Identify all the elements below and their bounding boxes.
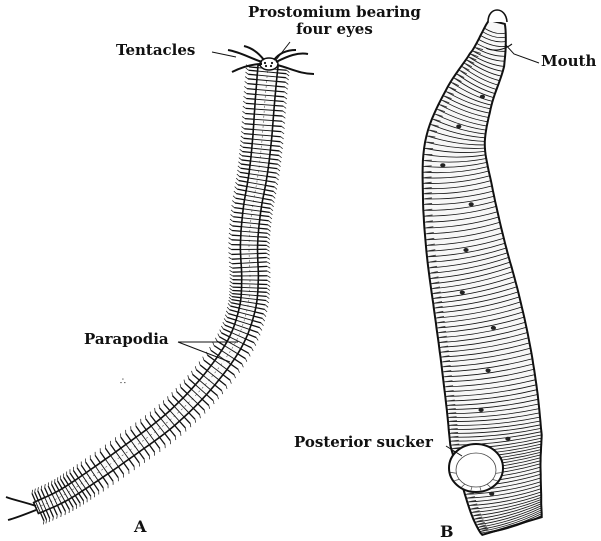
dorsal-spot xyxy=(456,124,461,128)
eye-dot xyxy=(271,62,273,64)
label-prostomium-line2: four eyes xyxy=(248,21,421,38)
label-posterior-sucker: Posterior sucker xyxy=(294,434,433,451)
nereis-worm-drawing: ∴ xyxy=(6,46,314,524)
label-parapodia: Parapodia xyxy=(84,331,169,348)
dorsal-spot xyxy=(479,408,484,412)
leader-mouth xyxy=(505,44,539,63)
label-prostomium-line1: Prostomium bearing xyxy=(248,4,421,21)
dorsal-spot xyxy=(440,163,445,167)
leader-tentacles xyxy=(212,52,236,57)
anal-cirrus xyxy=(6,497,36,506)
label-tentacles: Tentacles xyxy=(116,42,195,59)
dorsal-spot xyxy=(486,369,491,373)
stray-mark: ∴ xyxy=(120,377,126,387)
tentacle xyxy=(244,46,264,60)
dorsal-spot xyxy=(505,437,510,441)
worm-a-body xyxy=(34,65,278,513)
dorsal-spot xyxy=(463,248,468,252)
eye-dot xyxy=(265,65,267,67)
dorsal-spot xyxy=(460,291,465,295)
leech-anterior-tip xyxy=(488,10,507,22)
leech-drawing xyxy=(423,10,542,535)
eye-dot xyxy=(264,62,266,64)
worm-a-tail xyxy=(6,497,36,520)
panel-label-b: B xyxy=(440,522,454,541)
dorsal-spot xyxy=(480,95,485,99)
posterior-sucker xyxy=(449,444,503,492)
label-mouth: Mouth xyxy=(541,53,596,70)
eye-dot xyxy=(270,65,272,67)
label-prostomium: Prostomium bearing four eyes xyxy=(248,4,421,38)
worm-a-head xyxy=(228,46,314,74)
anal-cirrus xyxy=(8,510,36,520)
dorsal-spot xyxy=(491,326,496,330)
dorsal-spot xyxy=(469,202,474,206)
panel-label-a: A xyxy=(134,517,146,536)
dorsal-spot xyxy=(489,492,494,496)
